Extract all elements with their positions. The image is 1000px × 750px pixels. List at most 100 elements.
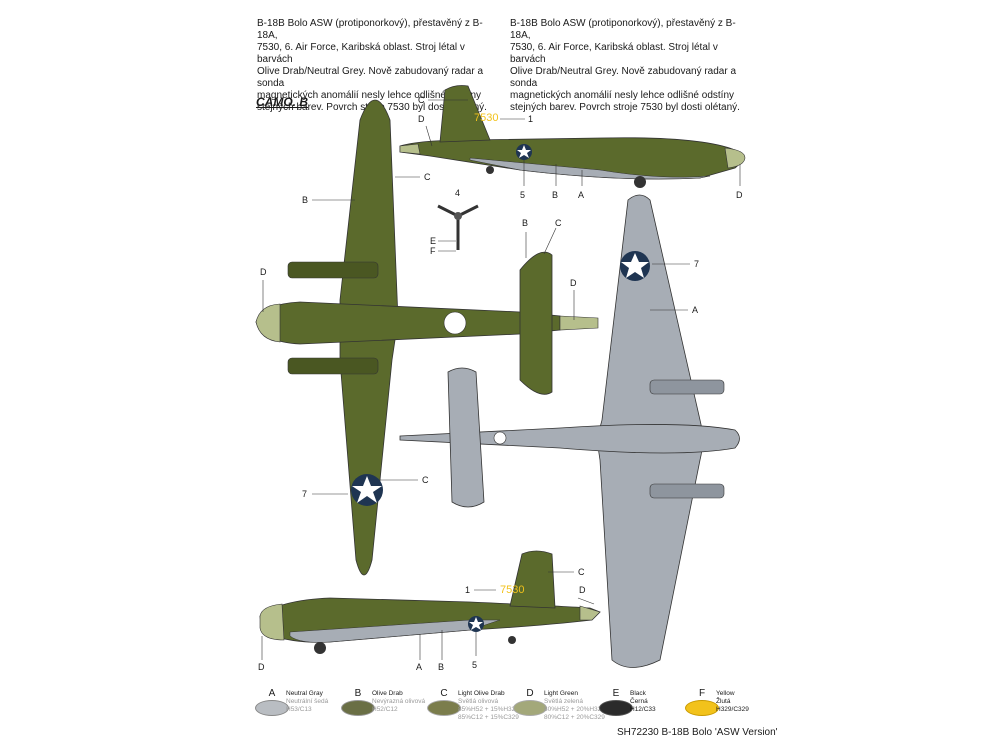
- top-view-insignia-star: [352, 476, 382, 503]
- legend-code-alt: 85%C12 + 15%C329: [458, 714, 519, 721]
- callout-side-top-4: 5: [520, 190, 525, 200]
- description-right-text: B-18B Bolo ASW (protiponorkový), přestav…: [510, 18, 740, 113]
- side-top-wheel: [486, 166, 494, 174]
- legend-color-blob: [341, 700, 375, 716]
- callout-side-top-6: A: [578, 190, 584, 200]
- callout-side-bottom-7: 5: [472, 660, 477, 670]
- top-view-tail-tip: [559, 315, 599, 331]
- side-top-serial: 7530: [474, 112, 498, 124]
- callout-tail-top-2: C: [555, 218, 562, 228]
- callout-bottom-view-2: A: [692, 305, 698, 315]
- side-top-nose-radome: [724, 147, 746, 169]
- legend-local-name: Světlá olivová: [458, 698, 499, 705]
- top-view-tailplane: [519, 251, 553, 395]
- side-top-tail-cone: [399, 143, 421, 155]
- bottom-view-fuselage: [399, 424, 740, 454]
- legend-letter: D: [526, 688, 534, 699]
- side-bottom-fin: [509, 550, 556, 609]
- description-right: B-18B Bolo ASW (protiponorkový), přestav…: [510, 18, 750, 114]
- legend-code: 85%H52 + 15%H329: [458, 706, 519, 713]
- side-view-bottom: 7530 1 C D D A B 5: [258, 550, 601, 672]
- callout-side-bottom-4: D: [258, 662, 265, 672]
- side-bottom-wheel: [508, 636, 516, 644]
- legend-code: H52/C12: [372, 706, 398, 713]
- callout-side-bottom-2: C: [578, 567, 585, 577]
- legend-code: H12/C33: [630, 706, 656, 713]
- bottom-view: 7 A: [399, 194, 740, 668]
- legend-letter: F: [698, 688, 706, 699]
- propeller: 4 E F: [430, 188, 479, 256]
- top-view-turret: [443, 311, 467, 335]
- legend-name: Neutral Gray: [286, 690, 323, 697]
- legend-color-blob: [513, 700, 547, 716]
- legend-code: H329/C329: [716, 706, 749, 713]
- legend-letter: C: [440, 688, 448, 699]
- aircraft-drawings: 7530 C 1 D 5 B A D C B D 7: [255, 85, 746, 672]
- legend-code: 80%H52 + 20%H329: [544, 706, 605, 713]
- callout-propeller-2: E: [430, 236, 436, 246]
- callout-top-view-3: D: [260, 267, 267, 277]
- top-view-nose-radome: [255, 303, 281, 343]
- callout-side-bottom-3: D: [579, 585, 586, 595]
- callout-side-top-5: B: [552, 190, 558, 200]
- legend-local-name: Nevýrazná olivová: [372, 698, 426, 705]
- bottom-view-engine-upper: [649, 379, 725, 395]
- callout-top-view-4: 7: [302, 489, 307, 499]
- bottom-view-turret: [493, 431, 507, 445]
- side-top-belly-grey: [469, 157, 711, 180]
- bottom-view-insignia-star: [621, 253, 649, 278]
- side-top-insignia-star: [517, 145, 531, 158]
- legend-color-blob: [599, 700, 633, 716]
- top-view-engine-lower: [287, 357, 379, 375]
- legend-code: H53/C13: [286, 706, 312, 713]
- callout-side-bottom-5: A: [416, 662, 422, 672]
- legend-name: Light Olive Drab: [458, 690, 505, 697]
- top-view-fuselage: [255, 301, 561, 345]
- bottom-view-tailplane: [447, 367, 485, 508]
- camo-label: CAMO. B: [256, 95, 308, 109]
- legend-letter: E: [612, 688, 620, 699]
- callout-top-view-2: B: [302, 195, 308, 205]
- bottom-view-engine-lower: [649, 483, 725, 499]
- legend-local-name: Černá: [630, 698, 648, 705]
- callout-bottom-view-1: 7: [694, 259, 699, 269]
- side-bottom-belly-grey: [289, 619, 501, 643]
- legend-color-blob: [255, 700, 289, 716]
- side-view-top: 7530 C 1 D 5 B A D: [399, 85, 746, 200]
- legend-local-name: Žlutá: [716, 698, 731, 705]
- side-top-fin: [439, 85, 491, 143]
- callout-tail-top-3: D: [570, 278, 577, 288]
- side-bottom-insignia-star: [469, 617, 483, 630]
- callout-side-top-7: D: [736, 190, 743, 200]
- top-view: C B D 7 C: [255, 99, 599, 576]
- side-bottom-serial: 7530: [500, 584, 524, 596]
- callout-side-top-2: 1: [528, 114, 533, 124]
- legend-name: Olive Drab: [372, 690, 403, 697]
- callout-propeller-3: F: [430, 246, 436, 256]
- legend-name: Black: [630, 690, 646, 697]
- callout-tail-top-1: B: [522, 218, 528, 228]
- side-bottom-nose-radome: [259, 603, 285, 641]
- callout-side-bottom-6: B: [438, 662, 444, 672]
- side-top-main-wheel: [634, 176, 646, 188]
- callout-side-top-1: C: [418, 95, 425, 105]
- legend-color-blob: [685, 700, 719, 716]
- legend-letter: B: [354, 688, 362, 699]
- tail-callouts: B C D: [522, 218, 577, 320]
- callout-top-view-5: C: [422, 475, 429, 485]
- legend-name: Light Green: [544, 690, 578, 697]
- callout-top-view-1: C: [424, 172, 431, 182]
- legend-code-alt: 80%C12 + 20%C329: [544, 714, 605, 721]
- legend-color-blob: [427, 700, 461, 716]
- legend-letter: A: [268, 688, 276, 699]
- top-view-engine-upper: [287, 261, 379, 279]
- side-bottom-tail-cone: [579, 605, 601, 621]
- legend-local-name: Světlá zelená: [544, 698, 584, 705]
- callout-side-top-3: D: [418, 114, 425, 124]
